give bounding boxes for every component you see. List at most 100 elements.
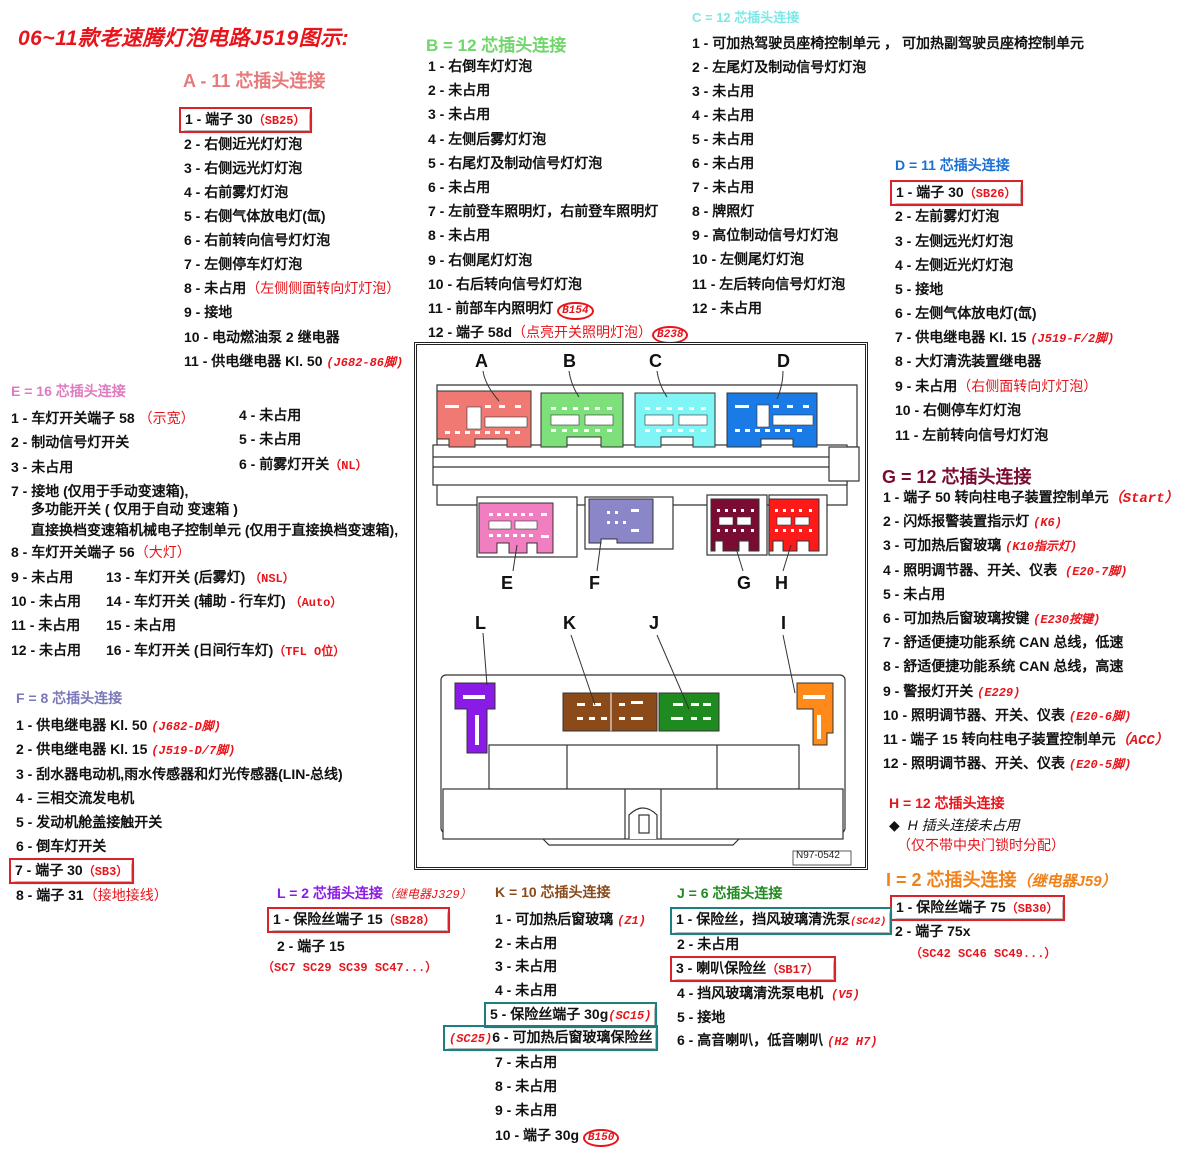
e-item-6: 6 - 前雾灯开关（NL） — [239, 456, 368, 473]
section-d-title: D = 11 芯插头连接 — [895, 157, 1010, 173]
e-item-10: 10 - 未占用 — [11, 593, 82, 609]
label-d: D — [777, 351, 790, 371]
b-item-3: 3 - 未占用 — [428, 106, 491, 122]
h-item-2: （仅不带中央门锁时分配） — [897, 837, 1065, 853]
e-item-14: 14 - 车灯开关 (辅助 - 行车灯) （Auto） — [106, 593, 343, 610]
e-item-8: 8 - 车灯开关端子 56（大灯） — [11, 544, 191, 560]
e-item-4: 4 - 未占用 — [239, 407, 302, 423]
c-item-7: 7 - 未占用 — [692, 179, 755, 195]
k-item-8: 8 - 未占用 — [495, 1078, 558, 1094]
d-item-9: 9 - 未占用（右侧面转向灯灯泡） — [895, 378, 1098, 394]
label-k: K — [563, 613, 576, 633]
e-item-11: 11 - 未占用 — [11, 617, 81, 633]
connector-j — [658, 692, 720, 732]
j-item-6: 6 - 高音喇叭，低音喇叭 (H2 H7) — [677, 1032, 878, 1049]
e-item-2: 2 - 制动信号灯开关 — [11, 434, 130, 450]
l-item-2: 2 - 端子 15 — [277, 938, 345, 954]
d-item-1: 1 - 端子 30（SB26） — [890, 180, 1023, 206]
g-item-12: 12 - 照明调节器、开关、仪表 (E20-5脚) — [883, 755, 1132, 772]
d-item-4: 4 - 左侧近光灯灯泡 — [895, 257, 1014, 273]
e-item-7-line3: 直接换档变速箱机械电子控制单元 (仅用于直接换档变速箱), — [31, 522, 399, 538]
a-item-4: 4 - 右前雾灯灯泡 — [184, 184, 289, 200]
badge-b150: B150 — [582, 1129, 620, 1147]
c-item-3: 3 - 未占用 — [692, 83, 755, 99]
figure-id: N97-0542 — [796, 850, 840, 861]
i-item-1: 1 - 保险丝端子 75（SB30） — [890, 895, 1065, 921]
b-item-6: 6 - 未占用 — [428, 179, 491, 195]
k-item-6: (SC25)6 - 可加热后窗玻璃保险丝 — [442, 1025, 659, 1051]
b-item-8: 8 - 未占用 — [428, 227, 491, 243]
h-item-1: ◆ H 插头连接未占用 — [889, 817, 1020, 833]
page-title: 06~11款老速腾灯泡电路J519图示: — [18, 27, 350, 50]
b-item-4: 4 - 左侧后雾灯灯泡 — [428, 131, 547, 147]
e-item-7: 7 - 接地 (仅用于手动变速箱), — [11, 483, 189, 499]
e-item-13: 13 - 车灯开关 (后雾灯) （NSL） — [106, 569, 295, 586]
e-item-9: 9 - 未占用 — [11, 569, 74, 585]
label-f: F — [589, 573, 600, 593]
f-item-5: 5 - 发动机舱盖接触开关 — [16, 814, 163, 830]
c-item-11: 11 - 左后转向信号灯灯泡 — [692, 276, 846, 292]
connector-i — [796, 682, 834, 746]
a-item-2: 2 - 右侧近光灯灯泡 — [184, 136, 303, 152]
label-h: H — [775, 573, 788, 593]
b-item-1: 1 - 右倒车灯灯泡 — [428, 58, 533, 74]
connector-k — [562, 692, 658, 732]
f-item-8: 8 - 端子 31（接地接线） — [16, 887, 168, 903]
j-item-5: 5 - 接地 — [677, 1009, 726, 1025]
k-item-5: 5 - 保险丝端子 30g(SC15) — [483, 1002, 658, 1028]
f-item-2: 2 - 供电继电器 Kl. 15 (J519-D/7脚) — [16, 741, 236, 758]
d-item-2: 2 - 左前雾灯灯泡 — [895, 208, 1000, 224]
connector-e — [478, 502, 554, 554]
e-item-7-line2: 多功能开关 ( 仅用于自动 变速箱 ) — [31, 501, 238, 517]
j-item-2: 2 - 未占用 — [677, 936, 740, 952]
c-item-6: 6 - 未占用 — [692, 155, 755, 171]
d-item-8: 8 - 大灯清洗装置继电器 — [895, 353, 1042, 369]
g-item-2: 2 - 闪烁报警装置指示灯 (K6) — [883, 513, 1062, 530]
label-g: G — [737, 573, 751, 593]
b-item-11: 11 - 前部车内照明灯 B154 — [428, 299, 594, 320]
b-item-5: 5 - 右尾灯及制动信号灯灯泡 — [428, 155, 603, 171]
diamond-bullet-icon: ◆ — [889, 817, 900, 833]
a-item-10: 10 - 电动燃油泵 2 继电器 — [184, 329, 340, 345]
section-j-title: J = 6 芯插头连接 — [677, 885, 783, 901]
lower-housing — [440, 674, 846, 846]
section-f-title: F = 8 芯插头连接 — [16, 690, 123, 706]
section-i-title: I = 2 芯插头连接（继电器J59） — [886, 870, 1117, 890]
label-c: C — [649, 351, 662, 371]
g-item-8: 8 - 舒适便捷功能系统 CAN 总线，高速 — [883, 658, 1124, 674]
l-item-1: 1 - 保险丝端子 15（SB28） — [267, 907, 450, 933]
i-item-2-note: （SC42 SC46 SC49...） — [910, 947, 1057, 961]
k-item-2: 2 - 未占用 — [495, 935, 558, 951]
c-item-4: 4 - 未占用 — [692, 107, 755, 123]
g-item-3: 3 - 可加热后窗玻璃 (K10指示灯) — [883, 537, 1078, 554]
j-item-3: 3 - 喇叭保险丝（SB17） — [670, 956, 836, 982]
connector-d — [726, 392, 818, 448]
label-l: L — [475, 613, 486, 633]
e-item-16: 16 - 车灯开关 (日间行车灯)（TFL O位） — [106, 642, 346, 659]
section-a-title: A - 11 芯插头连接 — [183, 71, 326, 91]
g-item-1: 1 - 端子 50 转向柱电子装置控制单元（Start） — [883, 489, 1179, 507]
a-item-8: 8 - 未占用（左侧侧面转向灯灯泡） — [184, 280, 401, 296]
k-item-7: 7 - 未占用 — [495, 1054, 558, 1070]
k-item-9: 9 - 未占用 — [495, 1102, 558, 1118]
a-item-7: 7 - 左侧停车灯灯泡 — [184, 256, 303, 272]
badge-b154: B154 — [557, 302, 594, 320]
connector-a — [436, 390, 532, 448]
section-c-title: C = 12 芯插头连接 — [692, 10, 800, 25]
g-item-4: 4 - 照明调节器、开关、仪表 (E20-7脚) — [883, 562, 1128, 579]
connector-h — [768, 498, 820, 552]
g-item-10: 10 - 照明调节器、开关、仪表 (E20-6脚) — [883, 707, 1132, 724]
d-item-5: 5 - 接地 — [895, 281, 944, 297]
d-item-11: 11 - 左前转向信号灯灯泡 — [895, 427, 1049, 443]
a-item-6: 6 - 右前转向信号灯灯泡 — [184, 232, 331, 248]
c-item-12: 12 - 未占用 — [692, 300, 763, 316]
connector-c — [634, 392, 716, 448]
j-item-1: 1 - 保险丝，挡风玻璃清洗泵(SC42) — [669, 907, 893, 935]
label-e: E — [501, 573, 513, 593]
g-item-5: 5 - 未占用 — [883, 586, 946, 602]
f-item-4: 4 - 三相交流发电机 — [16, 790, 135, 806]
b-item-12: 12 - 端子 58d（点亮开关照明灯泡）B238 — [428, 323, 689, 344]
connector-g — [710, 498, 760, 552]
a-item-5: 5 - 右侧气体放电灯(氙) — [184, 208, 326, 224]
g-item-7: 7 - 舒适便捷功能系统 CAN 总线，低速 — [883, 634, 1124, 650]
